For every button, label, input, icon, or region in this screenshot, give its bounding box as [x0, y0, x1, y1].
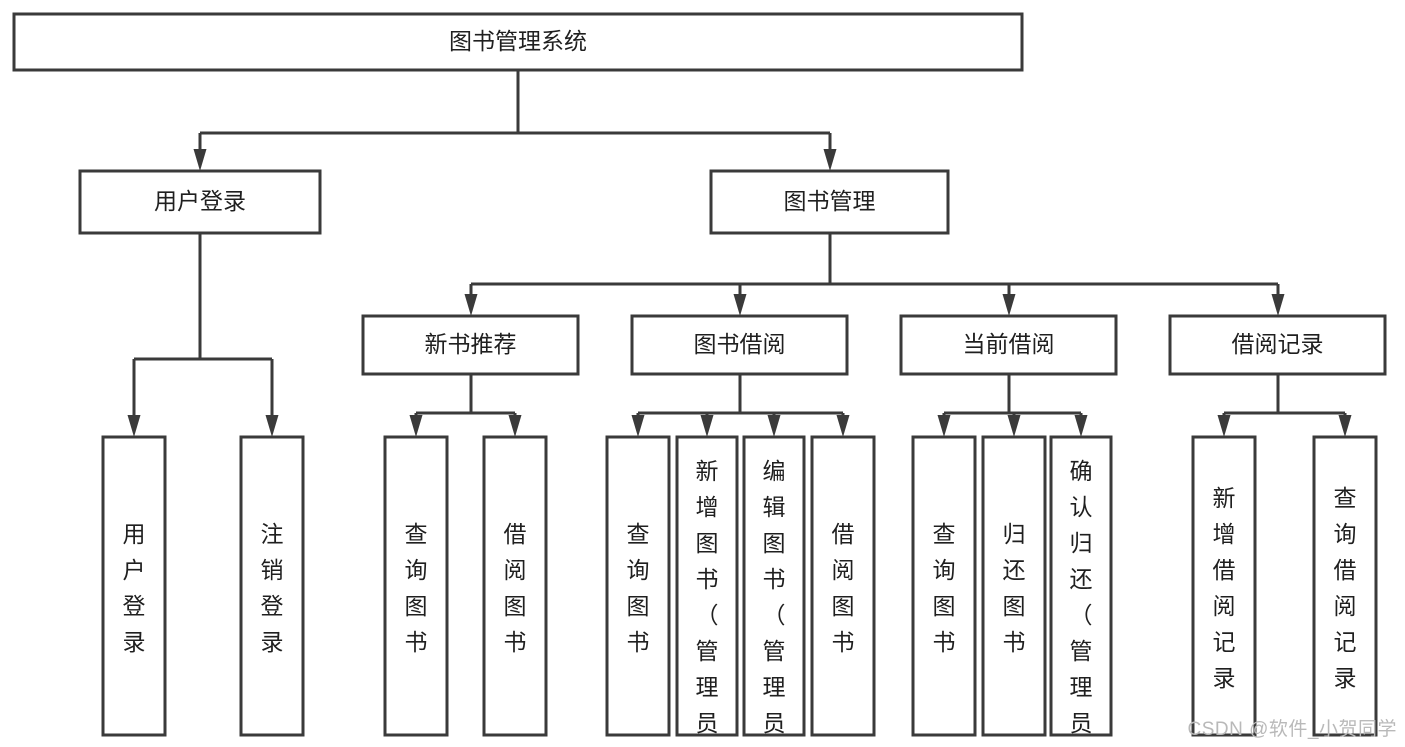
arrow-head-icon [1271, 294, 1285, 316]
arrow-head-icon [265, 415, 279, 437]
node-leaf-add-borrow-record[interactable]: 新增借阅记录 [1191, 435, 1257, 737]
node-user-login[interactable]: 用户登录 [78, 169, 322, 235]
node-label: 图书管理 [784, 188, 876, 214]
node-leaf-query-book-borrow[interactable]: 查询图书 [605, 435, 671, 737]
arrow-head-icon [700, 415, 714, 437]
node-box [675, 435, 739, 737]
arrow-head-icon [733, 294, 747, 316]
node-box [482, 435, 548, 737]
node-box [630, 314, 849, 376]
node-label: 借阅图书 [832, 521, 855, 655]
arrow-head-icon [1217, 415, 1231, 437]
node-label: 查询图书 [405, 521, 428, 655]
node-box [239, 435, 305, 737]
node-box [1049, 435, 1113, 737]
node-box [1312, 435, 1378, 737]
node-label: 图书借阅 [694, 331, 786, 357]
node-layer: 图书管理系统用户登录图书管理新书推荐图书借阅当前借阅借阅记录用户登录注销登录查询… [12, 12, 1387, 747]
node-label: 查询图书 [627, 521, 650, 655]
node-box [899, 314, 1118, 376]
node-label: 查询借阅记录 [1334, 485, 1357, 691]
node-leaf-query-book-recommend[interactable]: 查询图书 [383, 435, 449, 737]
node-label: 查询图书 [933, 521, 956, 655]
connector-layer [127, 70, 1352, 437]
node-leaf-user-logout[interactable]: 注销登录 [239, 435, 305, 737]
node-box [12, 12, 1024, 72]
node-book-borrow[interactable]: 图书借阅 [630, 314, 849, 376]
node-label: 新增图书（管理员） [696, 458, 719, 747]
node-leaf-user-login[interactable]: 用户登录 [101, 435, 167, 737]
arrow-head-icon [1338, 415, 1352, 437]
arrow-head-icon [1002, 294, 1016, 316]
node-label: 借阅图书 [504, 521, 527, 655]
node-box [101, 435, 167, 737]
node-label: 新增借阅记录 [1213, 485, 1236, 691]
node-box [383, 435, 449, 737]
arrow-head-icon [631, 415, 645, 437]
node-leaf-borrow-book-recommend[interactable]: 借阅图书 [482, 435, 548, 737]
node-box [742, 435, 806, 737]
node-book-manage[interactable]: 图书管理 [709, 169, 950, 235]
node-current-borrow[interactable]: 当前借阅 [899, 314, 1118, 376]
node-leaf-return-book[interactable]: 归还图书 [981, 435, 1047, 737]
node-label: 新书推荐 [425, 331, 517, 357]
arrow-head-icon [1074, 415, 1088, 437]
arrow-head-icon [767, 415, 781, 437]
arrow-head-icon [193, 149, 207, 171]
node-label: 用户登录 [123, 521, 146, 655]
node-label: 确认归还（管理员） [1070, 458, 1093, 747]
node-label: 借阅记录 [1232, 331, 1324, 357]
node-leaf-confirm-return[interactable]: 确认归还（管理员） [1049, 435, 1113, 747]
node-box [981, 435, 1047, 737]
node-box [78, 169, 322, 235]
node-label: 图书管理系统 [449, 28, 587, 54]
arrow-head-icon [823, 149, 837, 171]
node-new-book-recommend[interactable]: 新书推荐 [361, 314, 580, 376]
node-box [1168, 314, 1387, 376]
node-leaf-query-borrow-record[interactable]: 查询借阅记录 [1312, 435, 1378, 737]
node-label: 当前借阅 [963, 331, 1055, 357]
node-label: 用户登录 [154, 188, 246, 214]
arrow-head-icon [937, 415, 951, 437]
arrow-head-icon [1007, 415, 1021, 437]
arrow-head-icon [409, 415, 423, 437]
node-label: 注销登录 [261, 521, 284, 655]
arrow-head-icon [836, 415, 850, 437]
arrow-head-icon [508, 415, 522, 437]
node-label: 归还图书 [1003, 521, 1026, 655]
node-leaf-edit-book[interactable]: 编辑图书（管理员） [742, 435, 806, 747]
node-box [911, 435, 977, 737]
node-borrow-record[interactable]: 借阅记录 [1168, 314, 1387, 376]
node-box [1191, 435, 1257, 737]
arrow-head-icon [127, 415, 141, 437]
node-root[interactable]: 图书管理系统 [12, 12, 1024, 72]
node-leaf-query-book-current[interactable]: 查询图书 [911, 435, 977, 737]
node-box [361, 314, 580, 376]
node-box [709, 169, 950, 235]
node-leaf-borrow-book[interactable]: 借阅图书 [810, 435, 876, 737]
node-box [605, 435, 671, 737]
node-leaf-add-book[interactable]: 新增图书（管理员） [675, 435, 739, 747]
arrow-head-icon [464, 294, 478, 316]
node-box [810, 435, 876, 737]
